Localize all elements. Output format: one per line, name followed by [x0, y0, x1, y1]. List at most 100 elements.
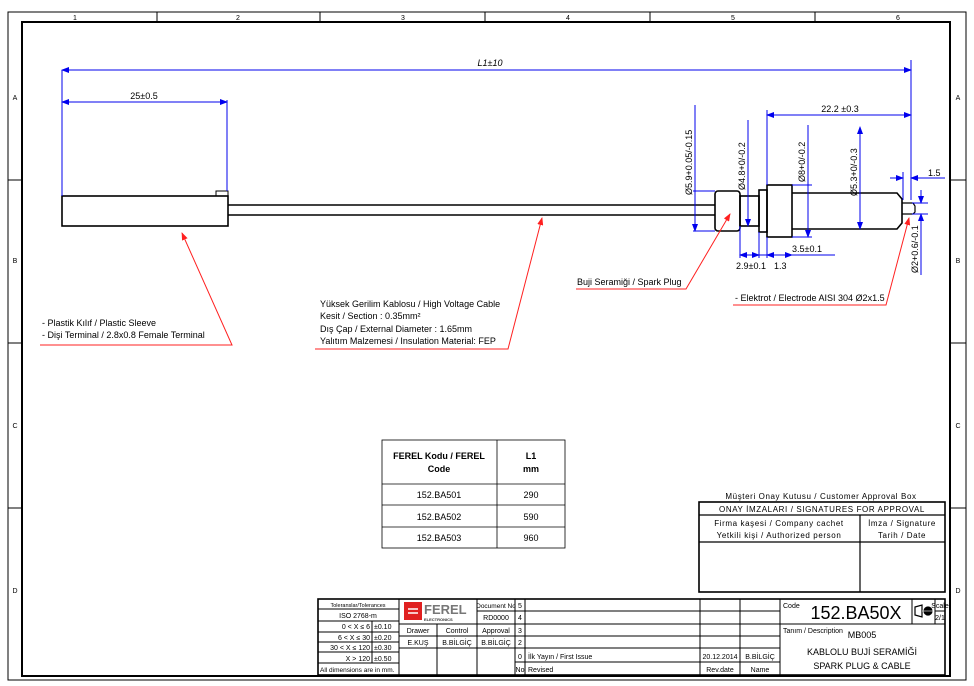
dim-tip-length: 1.5 — [928, 168, 941, 178]
approval-signature: İmza / Signature — [868, 519, 936, 528]
zone-col-5: 5 — [731, 15, 735, 22]
callout-spark-plug: Buji Seramiği / Spark Plug — [577, 277, 682, 287]
table-cell-l1: 290 — [523, 490, 538, 500]
drawer-label: Drawer — [407, 628, 430, 635]
callout-cable-4: Yalıtım Malzemesi / Insulation Material:… — [320, 336, 496, 346]
zone-row-d-right: D — [955, 588, 960, 595]
variants-table: FEREL Kodu / FEREL Code L1 mm 152.BA501 … — [381, 439, 566, 549]
table-cell-code: 152.BA501 — [417, 490, 462, 500]
drawing-code: 152.BA50X — [810, 603, 901, 623]
table-header-code-2: Code — [428, 464, 451, 474]
dim-neck-diameter: Ø4.8+0/-0.2 — [737, 142, 747, 190]
callout-sleeve-1: - Plastik Kılıf / Plastic Sleeve — [42, 318, 156, 328]
table-header-l1: L1 — [526, 451, 537, 461]
units-note: All dimensions are in mm. — [320, 667, 395, 674]
dimensions: L1±10 25±0.5 Ø5.9+0.05/-0.15 Ø4.8+0/-0.2… — [61, 58, 945, 275]
revision-number: 4 — [518, 615, 522, 622]
tolerance-range: 30 < X ≤ 120 — [330, 645, 370, 652]
approval-name: B.BİLGİÇ — [481, 638, 511, 647]
dim-neck-length: 2.9±0.1 — [736, 261, 766, 271]
zone-col-4: 4 — [566, 15, 570, 22]
tolerance-value: ±0.10 — [374, 624, 392, 631]
zone-col-6: 6 — [896, 15, 900, 22]
tolerances-title: Toleranslar/Tolerances — [330, 603, 385, 609]
approval-company-cachet: Firma kaşesi / Company cachet — [714, 519, 844, 528]
callout-cable-1: Yüksek Gerilim Kablosu / High Voltage Ca… — [320, 299, 500, 309]
description-label: Tanım / Description — [783, 628, 843, 635]
zone-row-a-right: A — [956, 95, 961, 102]
tolerance-value: ±0.50 — [374, 656, 392, 663]
projection-symbol-icon — [914, 604, 934, 618]
ceramic-ring — [758, 189, 768, 233]
title-block: Toleranslar/Tolerances ISO 2768-m 0 < X … — [317, 598, 949, 676]
description-line-2: KABLOLU BUJİ SERAMİĞİ — [807, 647, 917, 657]
drawing-frame: 1 2 3 4 5 6 A B C D A B C D — [7, 11, 967, 681]
drawer-name: E.KUŞ — [407, 640, 428, 647]
rev-desc-header: Revised — [528, 667, 553, 674]
dim-collar-length: 3.5±0.1 — [792, 244, 822, 254]
document-no: RD0000 — [483, 615, 509, 622]
tolerance-value: ±0.20 — [374, 635, 392, 642]
revision-description: İlk Yayın / First Issue — [528, 652, 592, 661]
revision-number: 5 — [518, 603, 522, 610]
document-no-label: Document No — [476, 603, 516, 610]
table-cell-l1: 590 — [523, 512, 538, 522]
revision-number: 2 — [518, 640, 522, 647]
control-label: Control — [446, 628, 469, 635]
zone-row-a: A — [13, 95, 18, 102]
approval-date: Tarih / Date — [878, 531, 926, 540]
callouts: - Plastik Kılıf / Plastic Sleeve - Dişi … — [40, 213, 911, 350]
ceramic-neck — [739, 195, 760, 227]
dim-overall-length: L1±10 — [478, 58, 503, 68]
table-cell-l1: 960 — [523, 533, 538, 543]
zone-row-d: D — [12, 588, 17, 595]
dim-sleeve-length: 25±0.5 — [130, 91, 157, 101]
revision-author: B.BİLGİÇ — [745, 652, 775, 661]
approval-box-title: Müşteri Onay Kutusu / Customer Approval … — [725, 492, 916, 501]
code-label: Code — [783, 603, 800, 610]
callout-electrode: - Elektrot / Electrode AISI 304 Ø2x1.5 — [735, 293, 885, 303]
scale-label: Scale — [931, 603, 949, 610]
revision-date: 20.12.2014 — [702, 654, 737, 661]
description-line-1: MB005 — [848, 630, 877, 640]
control-name: B.BİLGİÇ — [442, 638, 472, 647]
tolerance-range: 0 < X ≤ 6 — [342, 624, 370, 631]
logo-text: FEREL — [424, 602, 467, 617]
approval-label: Approval — [482, 628, 510, 635]
tolerance-range: 6 < X ≤ 30 — [338, 635, 370, 642]
revision-number: 3 — [518, 628, 522, 635]
table-cell-code: 152.BA502 — [417, 512, 462, 522]
description-line-3: SPARK PLUG & CABLE — [813, 661, 910, 671]
rev-no-header: No — [516, 667, 525, 674]
zone-row-c: C — [12, 423, 17, 430]
callout-cable-2: Kesit / Section : 0.35mm² — [320, 311, 421, 321]
zone-row-c-right: C — [955, 423, 960, 430]
rev-name-header: Name — [751, 667, 770, 674]
electrode-tip — [902, 202, 916, 215]
tolerance-standard: ISO 2768-m — [339, 613, 377, 620]
zone-col-3: 3 — [401, 15, 405, 22]
part-outline — [61, 184, 916, 238]
zone-row-b-right: B — [956, 258, 961, 265]
customer-approval-box: Müşteri Onay Kutusu / Customer Approval … — [698, 492, 946, 593]
scale-value: 2/1 — [935, 615, 945, 622]
callout-cable-3: Dış Çap / External Diameter : 1.65mm — [320, 324, 472, 334]
table-cell-code: 152.BA503 — [417, 533, 462, 543]
tolerance-range: X > 120 — [346, 656, 370, 663]
rev-date-header: Rev.date — [706, 667, 734, 674]
ceramic-shaft — [792, 192, 903, 230]
plastic-sleeve — [61, 195, 229, 227]
dim-plug-length: 22.2 ±0.3 — [821, 104, 858, 114]
revision-number: 0 — [518, 654, 522, 661]
zone-col-2: 2 — [236, 15, 240, 22]
table-header-unit: mm — [523, 464, 539, 474]
zone-row-b: B — [13, 258, 18, 265]
dim-tip-diameter: Ø2+0.6/-0.1 — [910, 225, 920, 273]
logo-subtext: ELECTRONICS — [424, 617, 453, 622]
callout-sleeve-2: - Dişi Terminal / 2.8x0.8 Female Termina… — [42, 330, 205, 340]
dim-collar-diameter: Ø8+0/-0.2 — [797, 142, 807, 182]
table-header-code-1: FEREL Kodu / FEREL — [393, 451, 485, 461]
ferel-logo: FEREL ELECTRONICS — [404, 602, 467, 622]
ceramic-body — [714, 190, 741, 232]
